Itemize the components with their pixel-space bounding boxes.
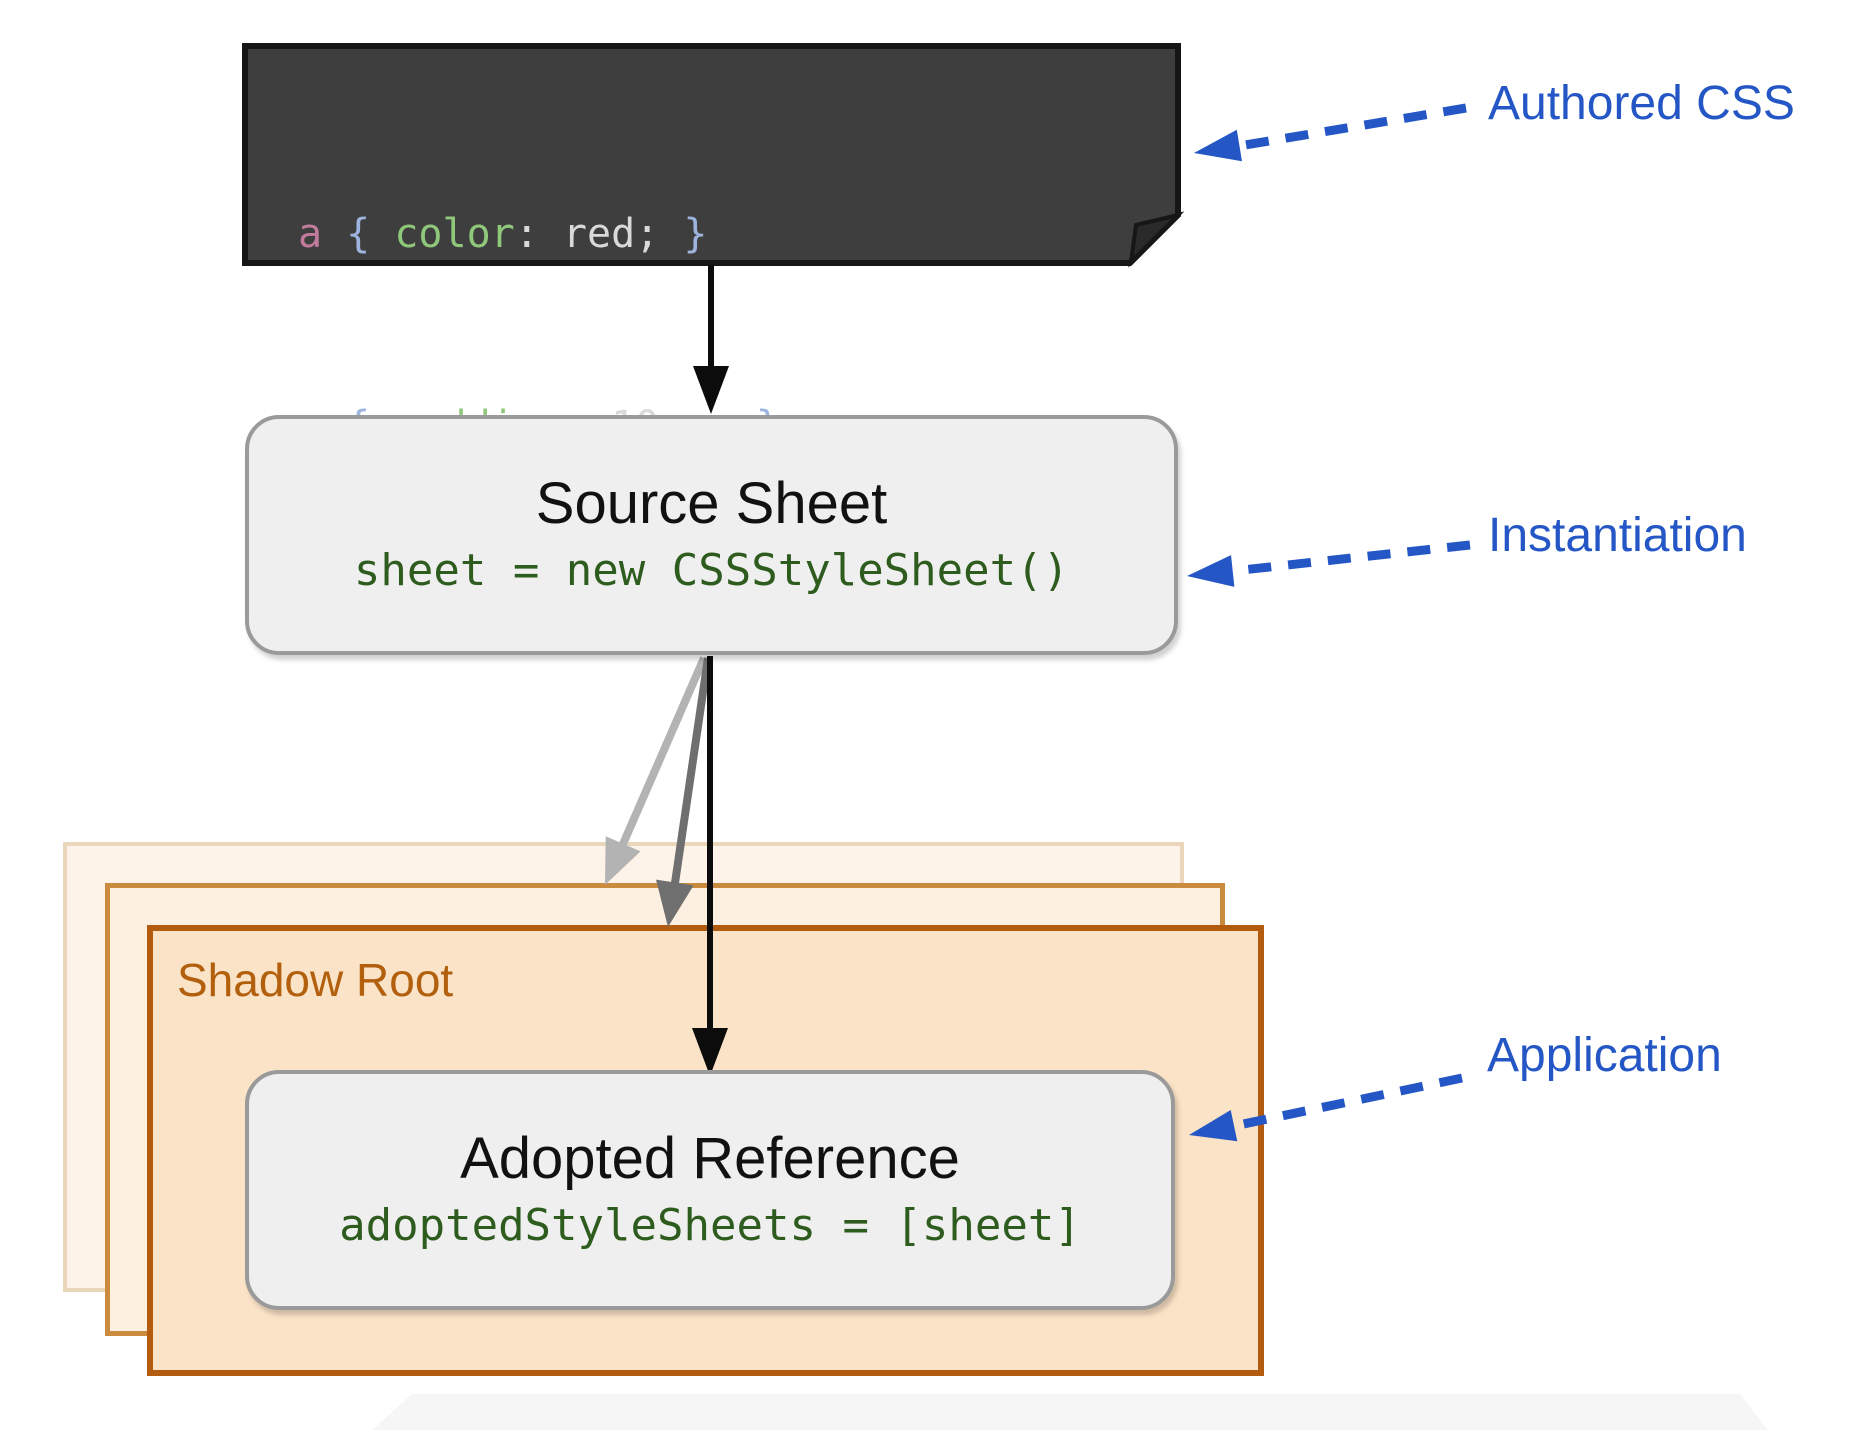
css-close-brace: } — [659, 211, 708, 257]
authored-css-label: Authored CSS — [1488, 77, 1795, 130]
css-property: color — [394, 211, 515, 257]
application-dashed-arrow — [1233, 1073, 1463, 1131]
authored-css-arrowhead — [1194, 129, 1242, 162]
code-line-1: a { color: red; } — [298, 202, 780, 266]
source-sheet-code: sheet = new CSSStyleSheet() — [353, 545, 1070, 597]
instantiation-dashed-arrow — [1232, 540, 1471, 576]
arrow-source-to-back-shaft — [619, 656, 708, 846]
source-sheet-box: Source Sheet sheet = new CSSStyleSheet() — [245, 415, 1178, 655]
css-selector: a — [298, 211, 323, 257]
source-sheet-title: Source Sheet — [535, 471, 888, 537]
application-label: Application — [1487, 1029, 1722, 1082]
bottom-faint-strip — [372, 1394, 1768, 1430]
authored-css-dashed-arrow — [1238, 103, 1467, 151]
css-value: : red; — [514, 211, 660, 257]
instantiation-label: Instantiation — [1488, 509, 1747, 562]
note-folded-corner — [1128, 211, 1185, 268]
shadow-root-label: Shadow Root — [177, 954, 454, 1006]
adopted-reference-box: Adopted Reference adoptedStyleSheets = [… — [245, 1070, 1175, 1310]
adopted-reference-title: Adopted Reference — [460, 1126, 960, 1192]
instantiation-arrowhead — [1187, 555, 1235, 587]
adopted-reference-code: adoptedStyleSheets = [sheet] — [339, 1200, 1081, 1252]
css-open-brace: { — [322, 211, 395, 257]
